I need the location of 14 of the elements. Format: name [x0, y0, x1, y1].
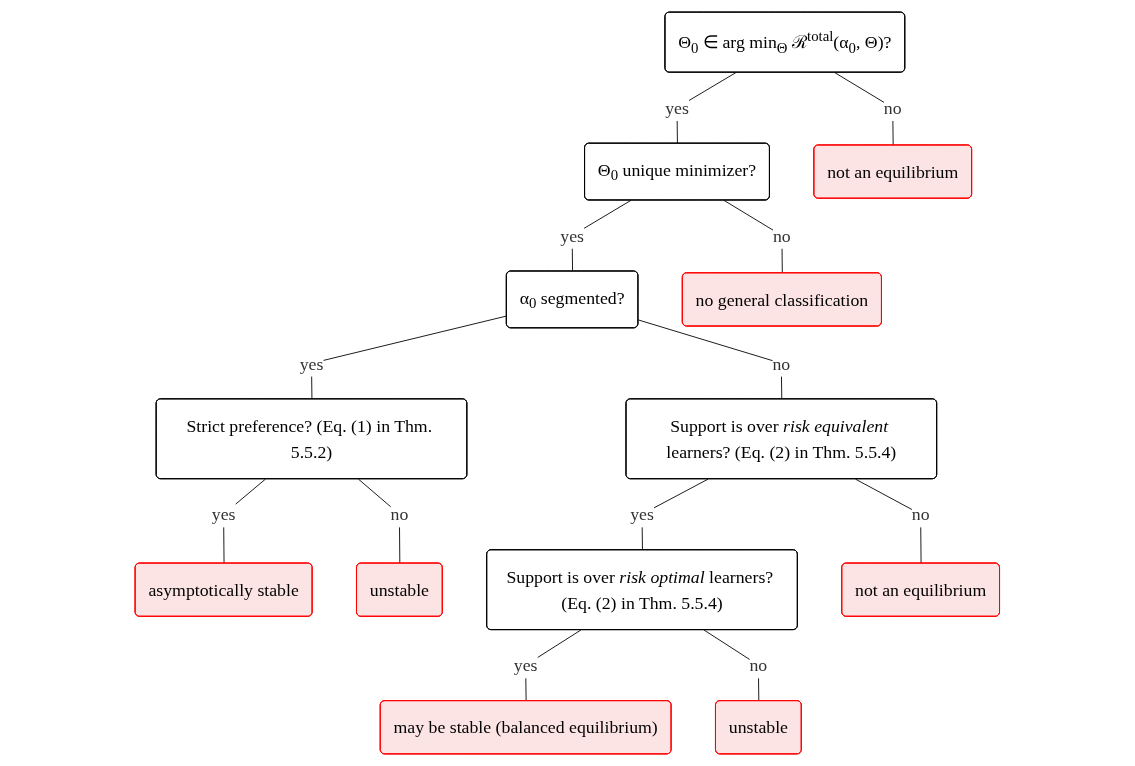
edge-label: no: [911, 504, 930, 524]
edge-label: yes: [513, 655, 538, 675]
connector: [311, 315, 508, 400]
edge-label: yes: [560, 225, 585, 246]
connector: [638, 319, 783, 400]
edge-label: no: [773, 225, 791, 246]
edge-label: yes: [630, 504, 655, 524]
edge-label: yes: [211, 504, 236, 524]
edge-label: yes: [665, 97, 690, 118]
edge-label: yes: [299, 353, 324, 374]
edge-label: no: [772, 353, 791, 374]
edge-label: no: [749, 655, 768, 675]
edge-label: no: [390, 504, 409, 524]
edge-label: no: [884, 97, 902, 118]
